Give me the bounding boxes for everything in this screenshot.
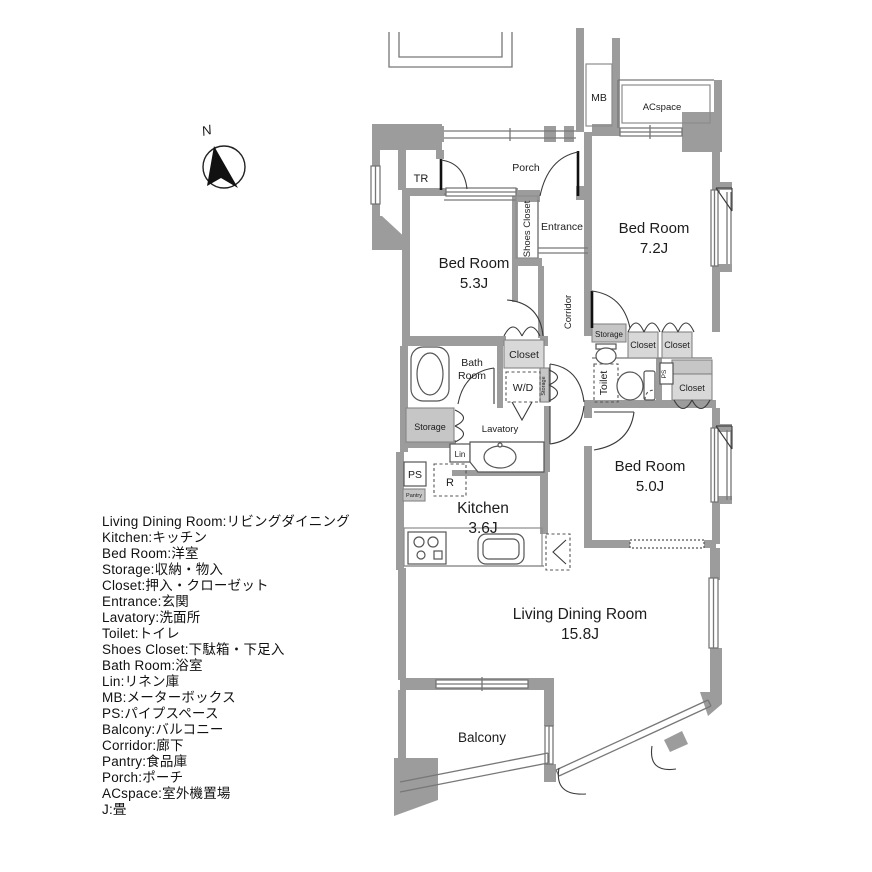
legend-line: Closet:押入・クローゼット — [102, 578, 269, 593]
stove-icon — [407, 531, 447, 565]
north-label: N — [200, 122, 213, 139]
kitchen-counter — [403, 527, 543, 567]
vanity-sink-icon — [469, 441, 545, 473]
label-acspace: ACspace — [643, 102, 682, 113]
label-ps-right: PS — [661, 369, 668, 378]
label-closet-mid: Closet — [509, 349, 539, 361]
legend-line: Balcony:バルコニー — [102, 722, 224, 737]
legend-line: Bed Room:洋室 — [102, 546, 199, 561]
label-storage-top: Storage — [595, 330, 624, 339]
legend-line: Entrance:玄関 — [102, 594, 189, 609]
label-closet-b: Closet — [664, 340, 690, 350]
label-fridge: R — [446, 477, 454, 489]
storage-box-top — [591, 323, 627, 343]
legend-line: Shoes Closet:下駄箱・下足入 — [102, 642, 285, 657]
closet-box-c — [671, 373, 713, 401]
bathtub-icon — [410, 346, 450, 402]
legend-line: Lavatory:洗面所 — [102, 610, 201, 625]
label-porch: Porch — [512, 162, 540, 174]
toilet-icon — [616, 370, 656, 401]
legend-line: Corridor:廊下 — [102, 738, 184, 753]
label-bedroom2-name: Bed Room — [619, 220, 690, 237]
pantry-box — [402, 488, 426, 502]
fixtures — [403, 343, 656, 567]
label-closet-a: Closet — [630, 340, 656, 350]
label-entrance: Entrance — [541, 221, 583, 233]
ps-box-right — [659, 362, 674, 385]
label-closet-c: Closet — [679, 383, 705, 393]
legend-line: PS:パイプスペース — [102, 706, 219, 721]
north-arrow-icon: N — [200, 122, 246, 189]
label-mb: MB — [591, 92, 607, 104]
label-balcony: Balcony — [458, 730, 506, 745]
legend-line: J:畳 — [102, 802, 127, 817]
label-lin: Lin — [455, 450, 466, 459]
storage-box-left — [405, 407, 455, 443]
top-shaft-outline — [388, 32, 513, 68]
label-bedroom2-size: 7.2J — [640, 240, 668, 257]
toilet-sink-icon — [595, 343, 617, 365]
label-living-name: Living Dining Room — [513, 606, 647, 623]
label-storage-strip: Storage — [541, 376, 547, 395]
label-ps-left: PS — [408, 469, 422, 481]
legend-line: Kitchen:キッチン — [102, 530, 208, 545]
closet-c-top — [671, 359, 713, 375]
label-bath-1: Bath — [461, 357, 483, 369]
label-bedroom1-size: 5.3J — [460, 275, 488, 292]
label-shoes-closet: Shoes Closet — [522, 200, 533, 257]
label-pantry: Pantry — [406, 493, 422, 499]
label-toilet: Toilet — [598, 371, 610, 396]
label-bath-2: Room — [458, 370, 486, 382]
legend-line: Living Dining Room:リビングダイニング — [102, 514, 350, 529]
washer-dryer-box — [505, 371, 541, 403]
label-storage-left: Storage — [414, 422, 446, 432]
windows-and-railings — [370, 63, 733, 793]
label-living-size: 15.8J — [561, 626, 599, 643]
legend-line: Storage:収納・物入 — [102, 562, 224, 577]
kitchen-hatch-box — [545, 533, 571, 571]
legend-line: ACspace:室外機置場 — [102, 786, 231, 801]
closet-box-a — [627, 331, 659, 359]
label-lavatory: Lavatory — [482, 424, 519, 435]
label-bedroom3-size: 5.0J — [636, 478, 664, 495]
label-tr: TR — [414, 173, 429, 185]
legend-line: Bath Room:浴室 — [102, 658, 203, 673]
legend-line: Lin:リネン庫 — [102, 674, 180, 689]
wd-swing-mark — [511, 401, 533, 422]
closet-box-mid — [503, 339, 545, 369]
legend-line: Pantry:食品庫 — [102, 754, 188, 769]
kitchen-sink-icon — [477, 533, 525, 565]
label-bedroom3-name: Bed Room — [615, 458, 686, 475]
fridge-space-box — [433, 463, 467, 497]
label-bedroom1-name: Bed Room — [439, 255, 510, 272]
label-kitchen-size: 3.6J — [468, 520, 497, 537]
legend-line: Toilet:トイレ — [102, 626, 180, 641]
ps-box-left — [403, 461, 427, 487]
room-labels: TR Porch MB ACspace Shoes Closet Entranc… — [406, 92, 705, 745]
doors — [439, 151, 711, 795]
legend-line: MB:メーターボックス — [102, 690, 236, 705]
legend-line: Porch:ポーチ — [102, 770, 184, 785]
label-corridor: Corridor — [563, 295, 574, 329]
label-kitchen-name: Kitchen — [457, 500, 509, 517]
closet-box-b — [661, 331, 693, 359]
label-wd: W/D — [513, 382, 534, 394]
